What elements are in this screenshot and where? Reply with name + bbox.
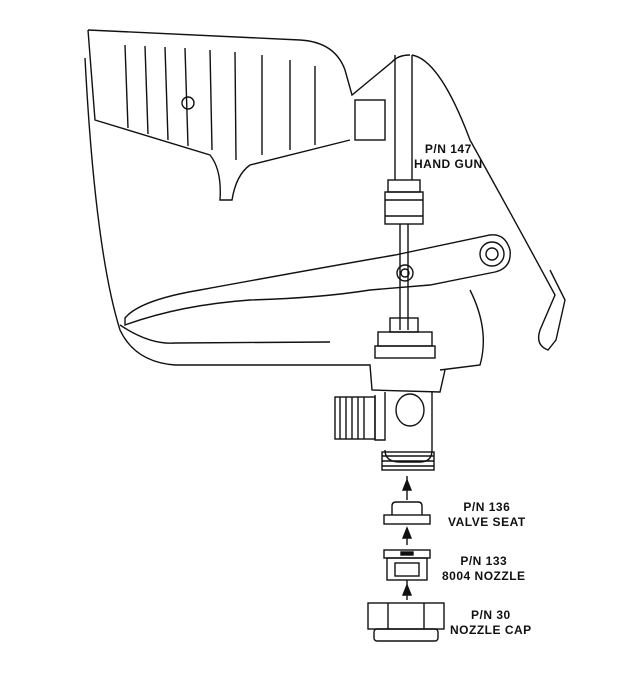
trigger-guard [84,57,446,393]
assembly-arrows [401,476,413,600]
part-number: P/N 136 [463,500,511,514]
part-label-nozzle: P/N 133 8004 NOZZLE [442,554,526,584]
grip-hole [181,96,195,110]
part-name: NOZZLE CAP [450,623,532,637]
part-number: P/N 30 [470,608,511,622]
valve-body [334,392,435,471]
part-name: HAND GUN [414,157,483,171]
part-number: P/N 133 [460,554,508,568]
valve-seat [383,501,431,525]
part-label-hand-gun: P/N 147 HAND GUN [414,142,483,172]
upper-fitting [374,179,436,359]
part-label-nozzle-cap: P/N 30 NOZZLE CAP [450,608,532,638]
part-name: 8004 NOZZLE [442,569,526,583]
part-number: P/N 147 [424,142,472,156]
part-label-valve-seat: P/N 136 VALVE SEAT [448,500,526,530]
part-name: VALVE SEAT [448,515,526,529]
arrow-up-icon [401,526,413,539]
trigger-lever [124,234,511,326]
gun-grip [87,29,411,201]
nozzle [383,549,431,581]
gun-head [394,54,566,371]
arrow-up-icon [401,583,413,596]
arrow-up-icon [401,478,413,491]
nozzle-cap [367,602,445,642]
grip-window [354,99,386,141]
